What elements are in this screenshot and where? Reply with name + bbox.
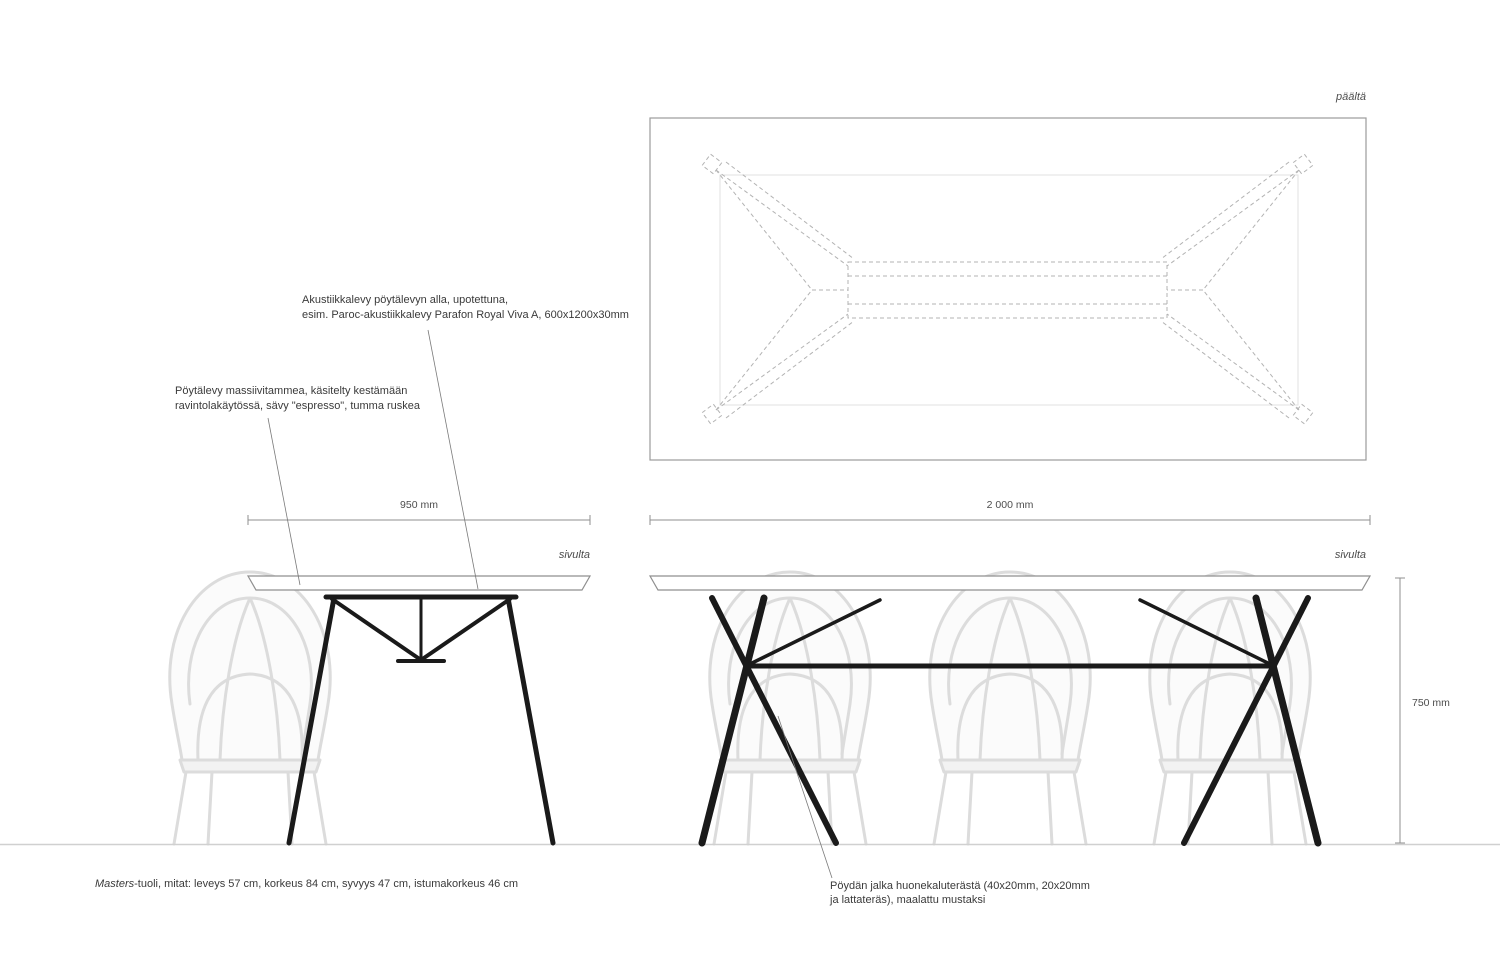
side-view-label: sivulta [559, 549, 590, 561]
ghost-chair-side-view [168, 570, 332, 846]
side-right-leg [505, 595, 556, 846]
front-right-leg [1252, 594, 1322, 847]
ghost-chairs-front-view [708, 570, 1312, 846]
front-view-tabletop [648, 575, 1372, 591]
annotation-chair: Masters-tuoli, mitat: leveys 57 cm, kork… [95, 878, 518, 890]
side-left-leg [286, 595, 337, 846]
annotation-acoustic-panel: Akustiikkalevy pöytälevyn alla, upotettu… [302, 294, 629, 321]
annotation-tabletop: Pöytälevy massiivitammea, käsitelty kest… [175, 385, 421, 412]
annotation-leg-line2: ja lattateräs), maalattu mustaksi [829, 894, 985, 906]
front-right-upper-brace [1138, 598, 1276, 668]
front-right-cross-leg [1181, 595, 1311, 846]
annotation-chair-name: Masters [95, 878, 135, 890]
table-top-view [649, 117, 1367, 461]
front-view-label: sivulta [1335, 549, 1366, 561]
annotation-acoustic-line2: esim. Paroc-akustiikkalevy Parafon Royal… [302, 309, 629, 321]
leader-acoustic [427, 329, 479, 590]
annotation-leg: Pöydän jalka huonekaluterästä (40x20mm, … [829, 880, 1090, 906]
leader-leg [777, 715, 833, 879]
annotation-acoustic-line1: Akustiikkalevy pöytälevyn alla, upotettu… [302, 294, 508, 306]
table-side-view [286, 594, 556, 846]
side-view-tabletop [246, 575, 592, 591]
annotation-tabletop-line2: ravintolakäytössä, sävy "espresso", tumm… [175, 400, 421, 412]
top-view-tabletop-outline [649, 117, 1367, 461]
annotation-tabletop-line1: Pöytälevy massiivitammea, käsitelty kest… [175, 385, 407, 397]
annotation-chair-specs: -tuoli, mitat: leveys 57 cm, korkeus 84 … [134, 878, 518, 890]
dimension-depth [247, 515, 591, 525]
foot-bottom-left [701, 403, 723, 425]
top-view-label: päältä [1335, 91, 1366, 103]
side-right-brace [419, 597, 512, 662]
leader-lines [267, 329, 833, 879]
dimension-width-label: 2 000 mm [987, 499, 1034, 511]
annotation-leg-line1: Pöydän jalka huonekaluterästä (40x20mm, … [830, 880, 1090, 892]
side-left-brace [330, 597, 423, 662]
dimension-depth-label: 950 mm [400, 499, 438, 511]
dimension-height-label: 750 mm [1412, 697, 1450, 709]
front-left-cross-leg [709, 595, 839, 846]
leader-tabletop [267, 417, 301, 586]
top-view-hidden-frame [701, 153, 1314, 425]
front-left-leg [698, 594, 768, 847]
dimension-width [649, 515, 1371, 525]
table-front-view [698, 594, 1322, 847]
front-left-upper-brace [744, 598, 882, 668]
dimension-height [1395, 577, 1405, 844]
top-view-inset-panel [719, 174, 1299, 406]
foot-top-right [1292, 153, 1314, 175]
